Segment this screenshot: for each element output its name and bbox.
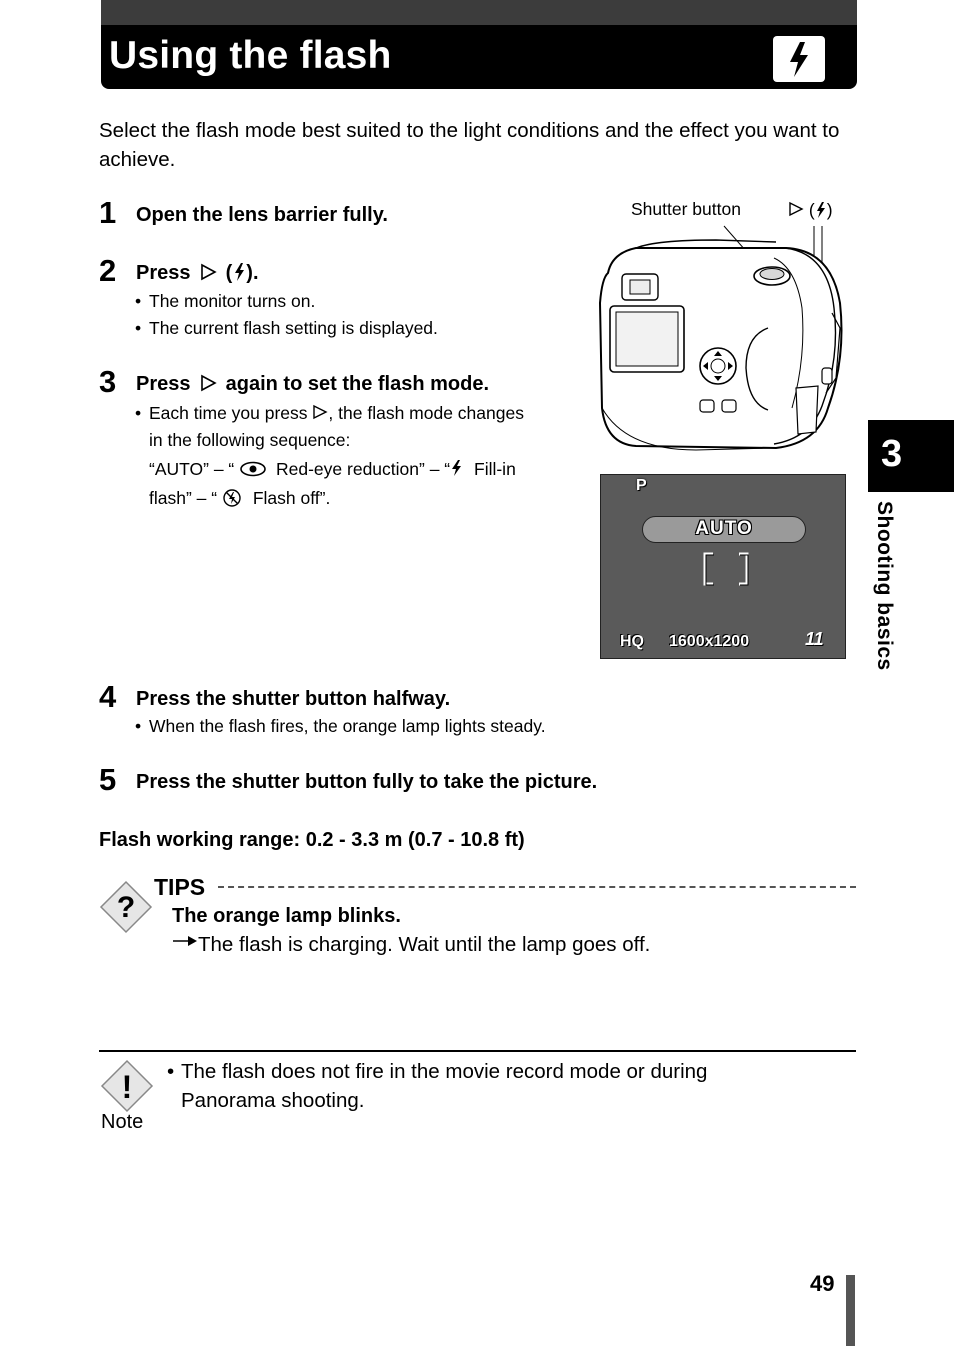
svg-text:!: ! — [122, 1069, 133, 1105]
mode-indicator: P — [636, 477, 647, 494]
shutter-button-callout: Shutter button — [631, 199, 741, 219]
right-arrow-icon — [201, 374, 217, 392]
svg-text:?: ? — [117, 891, 135, 924]
step-text-pre: Press — [136, 262, 191, 284]
step-text-post: ). — [246, 262, 259, 284]
flash-sequence-line: flash” – “ Flash off”. — [149, 488, 331, 508]
page-edge-bar — [846, 1275, 855, 1346]
step-number: 3 — [99, 364, 117, 399]
chapter-tab: 3 — [868, 420, 954, 492]
list-item: •The monitor turns on. — [135, 291, 316, 311]
title-bar: Using the flash — [101, 0, 857, 89]
flash-icon — [816, 202, 825, 218]
title-top-strip — [101, 0, 857, 25]
frame-count: 11 — [805, 629, 824, 649]
right-arrow-icon — [313, 404, 328, 420]
arrow-right-icon — [173, 936, 197, 946]
list-item: •Each time you press , the flash mode ch… — [135, 403, 524, 423]
right-arrow-icon — [201, 263, 217, 281]
af-target-mark — [703, 552, 749, 586]
flash-icon — [452, 460, 462, 476]
flash-mode-badge: AUTO — [642, 516, 806, 543]
list-item-continuation: in the following sequence: — [149, 430, 351, 450]
note-text: •The flash does not fire in the movie re… — [167, 1060, 708, 1112]
step-text: Press the shutter button fully to take t… — [136, 771, 598, 793]
exclamation-icon: ! — [100, 1059, 154, 1113]
page-number: 49 — [810, 1271, 835, 1296]
flash-off-icon — [223, 489, 241, 507]
step-text-pre: Press — [136, 373, 191, 395]
step-number: 4 — [99, 679, 117, 714]
red-eye-icon — [240, 461, 266, 477]
quality-indicator: HQ — [620, 633, 644, 650]
tips-label: TIPS — [154, 874, 206, 900]
flash-sequence-line: “AUTO” – “ Red-eye reduction” – “ Fill-i… — [149, 459, 516, 479]
tips-heading: The orange lamp blinks. — [172, 905, 401, 927]
step-text-post: again to set the flash mode. — [225, 373, 490, 395]
tips-divider — [218, 886, 856, 888]
step-text: Press (). — [136, 262, 259, 284]
flash-icon — [773, 36, 825, 82]
flash-icon — [235, 263, 245, 281]
step-number: 2 — [99, 253, 117, 288]
camera-illustration — [598, 225, 843, 451]
question-icon: ? — [99, 880, 153, 934]
step-text: Press again to set the flash mode. — [136, 373, 489, 396]
tips-body: The flash is charging. Wait until the la… — [172, 933, 650, 957]
page-title: Using the flash — [109, 34, 392, 77]
arrow-flash-callout: () — [788, 200, 833, 221]
step-text: Open the lens barrier fully. — [136, 204, 388, 226]
resolution-indicator: 1600x1200 — [669, 633, 750, 650]
list-item: •The current flash setting is displayed. — [135, 318, 438, 338]
note-divider — [99, 1050, 856, 1052]
monitor-display: P AUTO HQ 1600x1200 11 — [600, 474, 846, 659]
step-number: 1 — [99, 195, 117, 230]
step-number: 5 — [99, 762, 117, 797]
chapter-number: 3 — [881, 433, 903, 475]
list-item: •When the flash fires, the orange lamp l… — [135, 716, 546, 736]
flash-range: Flash working range: 0.2 - 3.3 m (0.7 - … — [99, 829, 525, 851]
right-arrow-icon — [789, 201, 804, 217]
step-text: Press the shutter button halfway. — [136, 688, 451, 710]
chapter-label: Shooting basics — [873, 501, 896, 671]
intro-paragraph: Select the flash mode best suited to the… — [99, 119, 840, 171]
note-label: Note — [101, 1111, 144, 1133]
